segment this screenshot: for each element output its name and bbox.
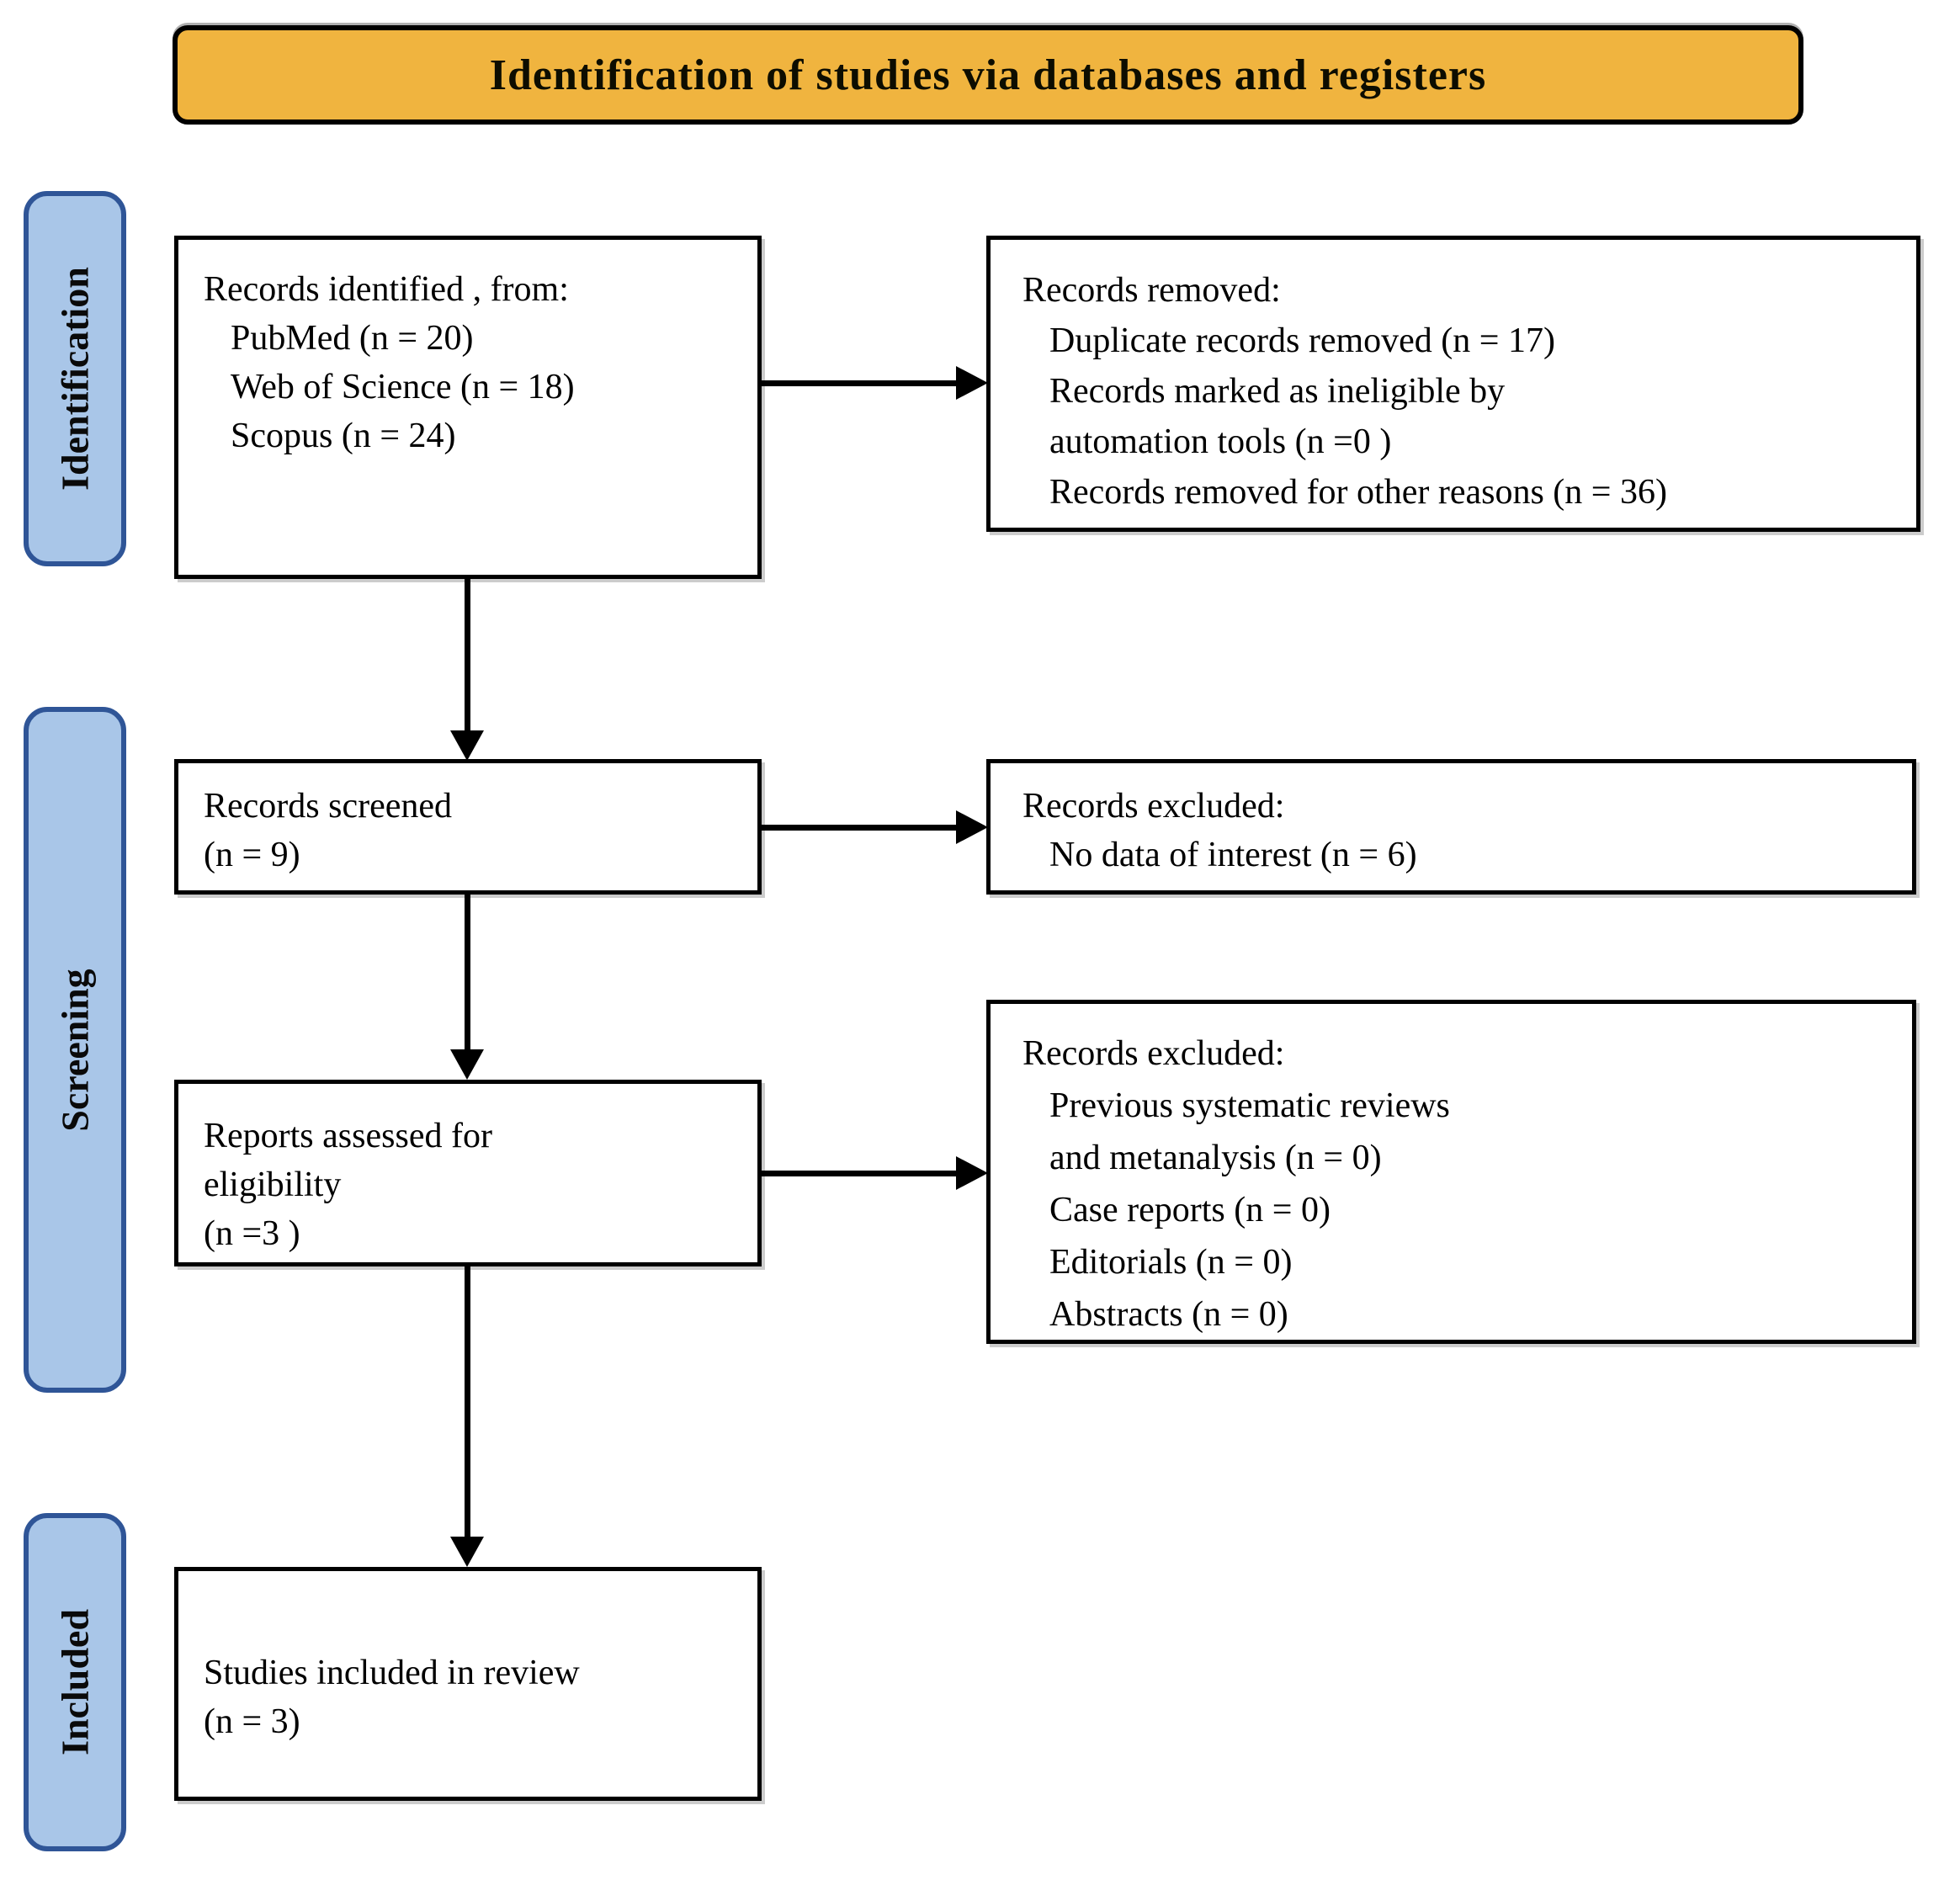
title-banner: Identification of studies via databases … <box>173 25 1803 125</box>
records-screened-box: Records screened (n = 9) <box>174 759 762 895</box>
records-excluded-eligibility-line: Previous systematic reviews <box>1049 1086 1450 1125</box>
records-excluded-screening-heading: Records excluded: <box>1022 787 1285 826</box>
stage-label-screening-text: Screening <box>53 968 97 1132</box>
stage-label-screening: Screening <box>24 707 126 1393</box>
records-identified-box: Records identified , from: PubMed (n = 2… <box>174 236 762 579</box>
reports-assessed-line: (n =3 ) <box>204 1214 300 1253</box>
records-excluded-eligibility-line: Editorials (n = 0) <box>1049 1243 1293 1282</box>
records-excluded-eligibility-line: Abstracts (n = 0) <box>1049 1295 1288 1334</box>
records-removed-line: Duplicate records removed (n = 17) <box>1049 321 1555 360</box>
stage-label-included-text: Included <box>53 1609 97 1755</box>
records-identified-heading: Records identified , from: <box>204 270 569 309</box>
records-removed-heading: Records removed: <box>1022 271 1281 310</box>
records-screened-line: (n = 9) <box>204 836 300 874</box>
studies-included-box: Studies included in review (n = 3) <box>174 1567 762 1801</box>
records-removed-line: automation tools (n =0 ) <box>1049 422 1392 461</box>
studies-included-line: (n = 3) <box>204 1702 300 1741</box>
diagram-title: Identification of studies via databases … <box>489 50 1487 99</box>
reports-assessed-line: eligibility <box>204 1166 342 1204</box>
studies-included-heading: Studies included in review <box>204 1654 580 1692</box>
arrow-identified-to-removed-head-icon <box>956 366 988 400</box>
records-excluded-eligibility-line: and metanalysis (n = 0) <box>1049 1139 1382 1177</box>
records-identified-line: Scopus (n = 24) <box>231 417 456 455</box>
records-excluded-screening-box: Records excluded: No data of interest (n… <box>986 759 1916 895</box>
records-excluded-eligibility-line: Case reports (n = 0) <box>1049 1191 1331 1229</box>
records-identified-line: Web of Science (n = 18) <box>231 368 575 406</box>
arrow-identified-to-screened-line <box>465 579 470 732</box>
records-removed-line: Records removed for other reasons (n = 3… <box>1049 473 1667 512</box>
records-screened-heading: Records screened <box>204 787 453 826</box>
arrow-assessed-to-included-line <box>465 1266 470 1538</box>
arrow-assessed-to-included-head-icon <box>450 1537 484 1567</box>
records-excluded-eligibility-box: Records excluded: Previous systematic re… <box>986 1000 1916 1344</box>
stage-label-identification: Identification <box>24 191 126 566</box>
arrow-identified-to-screened-head-icon <box>450 730 484 761</box>
stage-label-included: Included <box>24 1513 126 1851</box>
reports-assessed-box: Reports assessed for eligibility (n =3 ) <box>174 1080 762 1266</box>
arrow-screened-to-excluded-head-icon <box>956 810 988 844</box>
reports-assessed-heading: Reports assessed for <box>204 1117 492 1155</box>
records-removed-box: Records removed: Duplicate records remov… <box>986 236 1920 532</box>
arrow-assessed-to-excluded-head-icon <box>956 1156 988 1190</box>
stage-label-identification-text: Identification <box>53 267 97 491</box>
records-identified-line: PubMed (n = 20) <box>231 319 474 358</box>
arrow-identified-to-removed-line <box>762 380 958 386</box>
records-excluded-screening-line: No data of interest (n = 6) <box>1049 836 1417 874</box>
records-removed-line: Records marked as ineligible by <box>1049 372 1506 411</box>
arrow-screened-to-assessed-line <box>465 895 470 1051</box>
arrow-screened-to-assessed-head-icon <box>450 1049 484 1080</box>
arrow-assessed-to-excluded-line <box>762 1171 958 1176</box>
arrow-screened-to-excluded-line <box>762 825 958 831</box>
records-excluded-eligibility-heading: Records excluded: <box>1022 1034 1285 1073</box>
